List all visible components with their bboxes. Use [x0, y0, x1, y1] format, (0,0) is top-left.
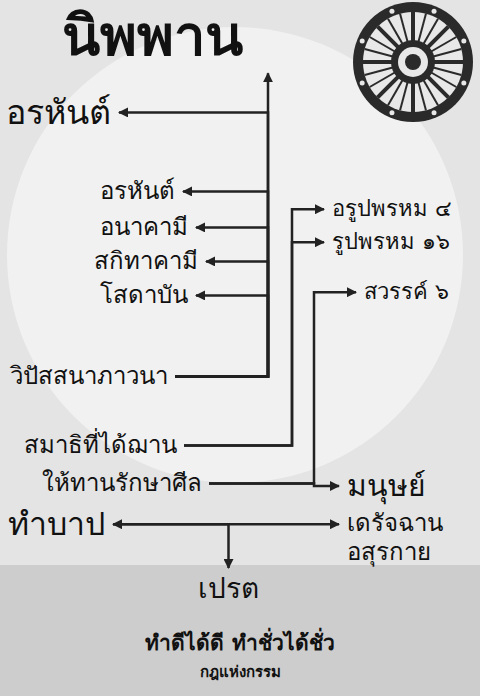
wheel-spoke	[427, 76, 448, 97]
wheel-hub	[398, 47, 428, 77]
node-label: นิพพาน	[62, 2, 243, 69]
wheel-spoke	[363, 60, 393, 64]
arrow-connector	[113, 524, 229, 568]
text-node: สมาธิที่ได้ฌาน	[22, 431, 179, 460]
footer-label: กฎแห่งกรรม	[0, 660, 480, 684]
node-label: โสดาบัน	[100, 281, 188, 310]
node-label: อรูปพรหม ๔	[332, 196, 452, 222]
wheel-spoke	[388, 19, 403, 45]
node-label: เปรต	[198, 572, 259, 606]
node-label: วิปัสสนาภาวนา	[10, 362, 168, 391]
dharma-wheel	[353, 2, 473, 122]
text-node: เปรต	[196, 572, 261, 606]
wheel-stud	[432, 9, 437, 14]
node-label: สมาธิที่ได้ฌาน	[24, 431, 177, 460]
text-node: สกิทาคามี	[92, 247, 200, 276]
wheel-spoke	[433, 60, 463, 64]
text-node: โสดาบัน	[98, 281, 190, 310]
text-node: อรูปพรหม ๔	[330, 196, 454, 222]
text-node: นิพพาน	[60, 2, 245, 69]
wheel-spoke	[400, 14, 408, 43]
node-label: สกิทาคามี	[94, 247, 198, 276]
wheel-stud	[389, 110, 394, 115]
wheel-spoke	[400, 81, 408, 110]
arrow-connector	[175, 261, 268, 376]
node-label: ให้ทานรักษาศีล	[42, 469, 202, 498]
text-node: รูปพรหม ๑๖	[330, 229, 452, 255]
arrow-connector	[119, 112, 268, 376]
text-node: อรหันต์	[4, 92, 113, 133]
wheel-spoke	[432, 49, 461, 57]
caption: ทำดีได้ดี ทำชั่วได้ชั่ว	[0, 626, 480, 659]
arrow-connector	[184, 209, 324, 445]
text-node: อนาคามี	[98, 213, 190, 242]
wheel-hub-ring	[391, 40, 435, 84]
node-label: อรหันต์	[6, 92, 111, 133]
text-node: ให้ทานรักษาศีล	[40, 469, 204, 498]
wheel-stud	[461, 81, 466, 86]
bottom-band	[0, 565, 480, 696]
text-node: วิปัสสนาภาวนา	[8, 362, 170, 391]
wheel-spoke	[427, 27, 448, 48]
text-node: สวรรค์ ๖	[362, 279, 451, 305]
text-node: อรหันต์	[98, 177, 177, 206]
arrow-connector	[209, 483, 339, 486]
text-node: เดรัจฉาน อสุรกาย	[345, 509, 468, 567]
node-label: รูปพรหม ๑๖	[332, 229, 450, 255]
arrow-connector	[175, 191, 268, 376]
node-label: อรหันต์	[100, 177, 175, 206]
background-disc	[7, 27, 463, 483]
text-node: ทำบาป	[6, 505, 107, 543]
wheel-spoke	[423, 79, 438, 105]
wheel-spoke	[432, 67, 461, 75]
wheel-rim	[353, 2, 473, 122]
wheel-stud	[389, 9, 394, 14]
text-node: มนุษย์	[345, 468, 428, 504]
arrow-connector	[175, 295, 268, 376]
wheel-axle	[405, 54, 421, 70]
wheel-spoke	[411, 12, 415, 42]
wheel-spoke	[378, 27, 399, 48]
wheel-inner	[363, 12, 463, 112]
wheel-spoke	[418, 81, 426, 110]
node-label: ทำบาป	[8, 505, 105, 543]
arrow-connector	[184, 242, 324, 445]
node-label: มนุษย์	[347, 468, 426, 504]
wheel-spoke	[418, 14, 426, 43]
wheel-spoke	[365, 49, 394, 57]
wheel-spoke	[430, 37, 456, 52]
wheel-stud	[360, 81, 365, 86]
node-label: เดรัจฉาน อสุรกาย	[347, 509, 466, 567]
wheel-spoke	[411, 82, 415, 112]
wheel-stud	[360, 38, 365, 43]
arrow-connector	[175, 73, 268, 376]
node-label: สวรรค์ ๖	[364, 279, 449, 305]
wheel-stud	[461, 38, 466, 43]
wheel-spoke	[370, 72, 396, 87]
wheel-stud	[432, 110, 437, 115]
node-label: อนาคามี	[100, 213, 188, 242]
wheel-spoke	[365, 67, 394, 75]
arrow-connector	[209, 292, 356, 483]
wheel-spoke	[378, 76, 399, 97]
wheel-spokes	[360, 9, 467, 116]
